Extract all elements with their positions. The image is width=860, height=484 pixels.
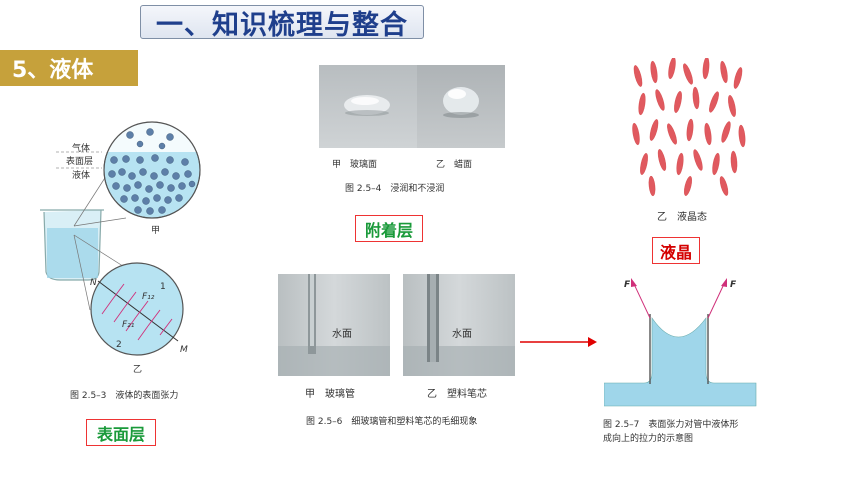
label-n: N xyxy=(90,278,97,288)
caption-fig-2-5-7-line1: 图 2.5–7 表面张力对管中液体形 xyxy=(603,420,739,430)
label-surface-layer-text: 表面层 xyxy=(96,424,145,444)
liquid-crystal-illustration xyxy=(632,58,746,197)
caption-fig-2-5-7-line2: 成向上的拉力的示意图 xyxy=(603,434,694,444)
label-yi-1: 乙 xyxy=(133,365,143,375)
label-f21: F₂₁ xyxy=(122,320,135,330)
label-m: M xyxy=(180,345,188,355)
label-one: 1 xyxy=(160,282,166,292)
label-f12: F₁₂ xyxy=(142,292,155,302)
label-liquid-crystal-text: 液晶 xyxy=(659,242,692,262)
label-two: 2 xyxy=(116,340,122,350)
label-liquid-crystal-state: 乙 液晶态 xyxy=(657,212,707,223)
arrow-icon xyxy=(520,337,597,347)
label-surface-layer: 表面层 xyxy=(66,157,94,167)
label-gas: 气体 xyxy=(72,144,91,154)
label-adhesion-layer-text: 附着层 xyxy=(364,220,413,240)
section-title: 5、液体 xyxy=(12,58,94,83)
caption-fig-2-5-6: 图 2.5–6 细玻璃管和塑料笔芯的毛细现象 xyxy=(306,417,478,427)
caption-fig-2-5-3: 图 2.5–3 液体的表面张力 xyxy=(70,391,179,401)
photo-wax-surface xyxy=(417,65,505,148)
photo-glass-tube xyxy=(278,274,390,376)
label-water-surface-left: 水面 xyxy=(332,329,352,340)
label-plastic-refill: 乙 塑料笔芯 xyxy=(427,389,487,400)
label-jia-1: 甲 xyxy=(151,226,161,236)
label-water-surface-right: 水面 xyxy=(452,329,472,340)
label-adhesion-layer-box: 附着层 xyxy=(355,215,423,242)
label-liquid: 液体 xyxy=(72,171,91,181)
label-force-right: F xyxy=(730,280,737,290)
label-wax-surface: 乙 蜡面 xyxy=(436,160,473,170)
label-surface-layer-box: 表面层 xyxy=(86,419,156,446)
surface-tension-illustration xyxy=(40,121,201,356)
photo-glass-surface xyxy=(319,65,417,148)
label-liquid-crystal-box: 液晶 xyxy=(652,237,700,264)
label-glass-tube: 甲 玻璃管 xyxy=(305,389,355,400)
label-glass-surface: 甲 玻璃面 xyxy=(332,160,378,170)
section-tag: 5、液体 xyxy=(0,50,138,86)
label-force-left: F xyxy=(624,280,631,290)
slide-title: 一、知识梳理与整合 xyxy=(156,9,408,41)
photo-plastic-refill xyxy=(403,274,515,376)
surface-tension-tube-diagram xyxy=(604,278,757,407)
caption-fig-2-5-4: 图 2.5–4 浸润和不浸润 xyxy=(345,184,445,194)
slide-title-box: 一、知识梳理与整合 xyxy=(140,5,424,41)
